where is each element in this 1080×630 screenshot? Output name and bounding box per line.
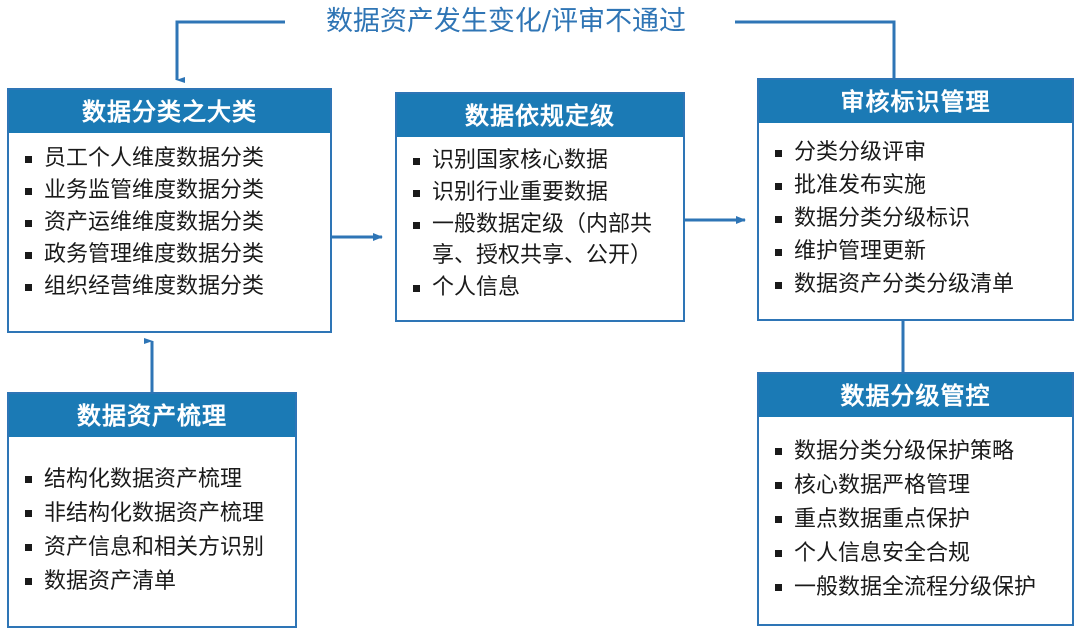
list-item: 识别行业重要数据: [407, 177, 677, 208]
bullet-list-data-grading: 识别国家核心数据 识别行业重要数据 一般数据定级（内部共享、授权共享、公开） 个…: [407, 145, 677, 303]
list-item: 数据资产清单: [19, 565, 289, 598]
box-body-data-asset-inventory: 结构化数据资产梳理 非结构化数据资产梳理 资产信息和相关方识别 数据资产清单: [9, 437, 295, 626]
list-item: 数据资产分类分级清单: [769, 269, 1066, 301]
list-item: 数据分类分级保护策略: [769, 435, 1066, 468]
list-item: 业务监管维度数据分类: [19, 175, 324, 206]
list-item: 结构化数据资产梳理: [19, 463, 289, 496]
list-item: 重点数据重点保护: [769, 503, 1066, 536]
list-item: 非结构化数据资产梳理: [19, 497, 289, 530]
box-body-data-grading: 识别国家核心数据 识别行业重要数据 一般数据定级（内部共享、授权共享、公开） 个…: [397, 137, 683, 320]
box-title-data-classification: 数据分类之大类: [9, 90, 330, 133]
list-item: 组织经营维度数据分类: [19, 271, 324, 302]
box-body-data-classification: 员工个人维度数据分类 业务监管维度数据分类 资产运维维度数据分类 政务管理维度数…: [9, 133, 330, 331]
box-title-data-grading: 数据依规定级: [397, 94, 683, 137]
box-title-audit-identification-management: 审核标识管理: [759, 80, 1072, 123]
list-item: 维护管理更新: [769, 236, 1066, 268]
box-title-data-grading-control: 数据分级管控: [759, 374, 1072, 417]
box-audit-identification-management[interactable]: 审核标识管理 分类分级评审 批准发布实施 数据分类分级标识 维护管理更新 数据资…: [757, 78, 1074, 321]
feedback-loop-label: 数据资产发生变化/评审不通过: [325, 6, 687, 37]
list-item: 批准发布实施: [769, 170, 1066, 202]
bullet-list-data-asset-inventory: 结构化数据资产梳理 非结构化数据资产梳理 资产信息和相关方识别 数据资产清单: [19, 463, 289, 598]
list-item: 数据分类分级标识: [769, 203, 1066, 235]
bullet-list-data-classification: 员工个人维度数据分类 业务监管维度数据分类 资产运维维度数据分类 政务管理维度数…: [19, 143, 324, 302]
list-item: 资产信息和相关方识别: [19, 531, 289, 564]
list-item: 个人信息: [407, 272, 677, 303]
box-data-classification[interactable]: 数据分类之大类 员工个人维度数据分类 业务监管维度数据分类 资产运维维度数据分类…: [7, 88, 332, 333]
box-data-grading-control[interactable]: 数据分级管控 数据分类分级保护策略 核心数据严格管理 重点数据重点保护 个人信息…: [757, 372, 1074, 626]
list-item: 个人信息安全合规: [769, 537, 1066, 570]
list-item: 分类分级评审: [769, 137, 1066, 169]
list-item: 政务管理维度数据分类: [19, 239, 324, 270]
bullet-list-data-grading-control: 数据分类分级保护策略 核心数据严格管理 重点数据重点保护 个人信息安全合规 一般…: [769, 435, 1066, 604]
list-item: 一般数据全流程分级保护: [769, 571, 1066, 604]
list-item: 识别国家核心数据: [407, 145, 677, 176]
box-title-data-asset-inventory: 数据资产梳理: [9, 394, 295, 437]
box-data-asset-inventory[interactable]: 数据资产梳理 结构化数据资产梳理 非结构化数据资产梳理 资产信息和相关方识别 数…: [7, 392, 297, 628]
bullet-list-audit-identification-management: 分类分级评审 批准发布实施 数据分类分级标识 维护管理更新 数据资产分类分级清单: [769, 137, 1066, 301]
box-body-data-grading-control: 数据分类分级保护策略 核心数据严格管理 重点数据重点保护 个人信息安全合规 一般…: [759, 417, 1072, 624]
list-item: 员工个人维度数据分类: [19, 143, 324, 174]
list-item: 核心数据严格管理: [769, 469, 1066, 502]
list-item: 资产运维维度数据分类: [19, 207, 324, 238]
list-item: 一般数据定级（内部共享、授权共享、公开）: [407, 209, 677, 271]
box-body-audit-identification-management: 分类分级评审 批准发布实施 数据分类分级标识 维护管理更新 数据资产分类分级清单: [759, 123, 1072, 319]
box-data-grading[interactable]: 数据依规定级 识别国家核心数据 识别行业重要数据 一般数据定级（内部共享、授权共…: [395, 92, 685, 322]
